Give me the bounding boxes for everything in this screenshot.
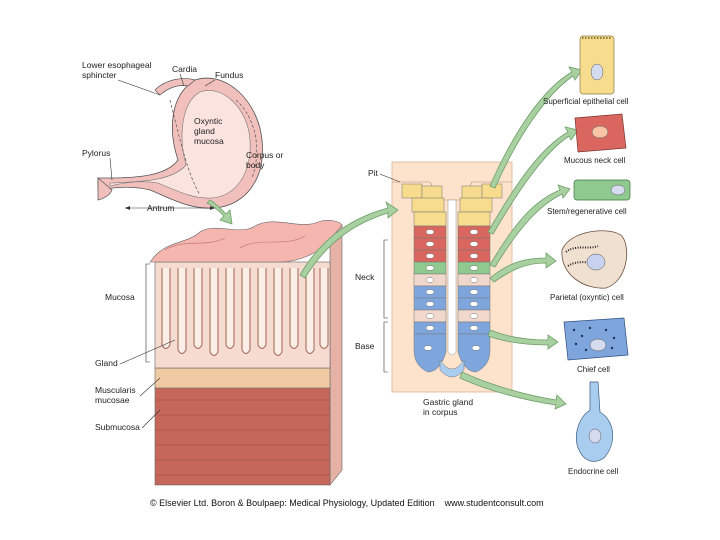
cell-mucous-neck: Mucous neck cell [564,113,627,165]
copyright-credit: © Elsevier Ltd. Boron & Boulpaep: Medica… [150,498,544,508]
wall-labels: Mucosa Gland Muscularis mucosae Submucos… [95,263,176,432]
label-cell-mucous-neck: Mucous neck cell [564,156,626,165]
label-cell-stem: Stem/regenerative cell [547,207,627,216]
label-neck: Neck [355,272,375,282]
label-cardia: Cardia [172,64,197,74]
cell-chief: Chief cell [563,317,629,374]
arrow-to-mucous-neck [487,126,579,235]
label-cell-superficial: Superficial epithelial cell [543,97,629,106]
gland-nuclei [423,229,481,351]
label-base: Base [355,341,375,351]
label-muscularis-2: mucosae [95,395,130,405]
label-oxyntic-1: Oxyntic [194,116,223,126]
label-oxyntic-2: gland [194,126,215,136]
label-oxyntic-3: mucosa [194,136,224,146]
arrow-to-stem [489,184,571,268]
stomach-labels: Lower esophageal sphincter Cardia Fundus… [82,60,283,213]
label-muscularis-1: Muscularis [95,385,136,395]
connector-arrows [206,66,583,410]
label-corpus-2: body [246,160,265,170]
label-submucosa: Submucosa [95,422,140,432]
arrow-wall-to-gland [299,201,399,279]
label-fundus: Fundus [215,70,243,80]
label-gland-caption-1: Gastric gland [423,397,473,407]
label-cell-chief: Chief cell [577,365,610,374]
label-pit: Pit [368,168,379,178]
arrow-to-endocrine [459,371,567,410]
arrow-to-parietal [489,252,557,283]
label-les-2: sphincter [82,70,117,80]
cell-stem: Stem/regenerative cell [547,179,631,216]
label-gland: Gland [95,358,118,368]
arrow-to-chief [487,329,559,350]
label-les-1: Lower esophageal [82,60,152,70]
label-antrum: Antrum [147,203,174,213]
label-corpus-1: Corpus or [246,150,283,160]
gland-labels: Pit Neck Base Gastric gland in corpus [355,168,473,417]
cell-parietal: Parietal (oxyntic) cell [550,230,628,302]
wall-glands [161,268,329,356]
cell-endocrine: Endocrine cell [568,381,618,476]
label-cell-parietal: Parietal (oxyntic) cell [550,293,624,302]
label-pylorus: Pylorus [82,148,110,158]
label-mucosa: Mucosa [105,292,135,302]
arrow-stomach-to-wall [206,199,233,225]
label-gland-caption-2: in corpus [423,407,458,417]
label-cell-endocrine: Endocrine cell [568,467,618,476]
cell-superficial-epithelial: Superficial epithelial cell [543,35,629,106]
stomach-illustration [97,77,263,210]
